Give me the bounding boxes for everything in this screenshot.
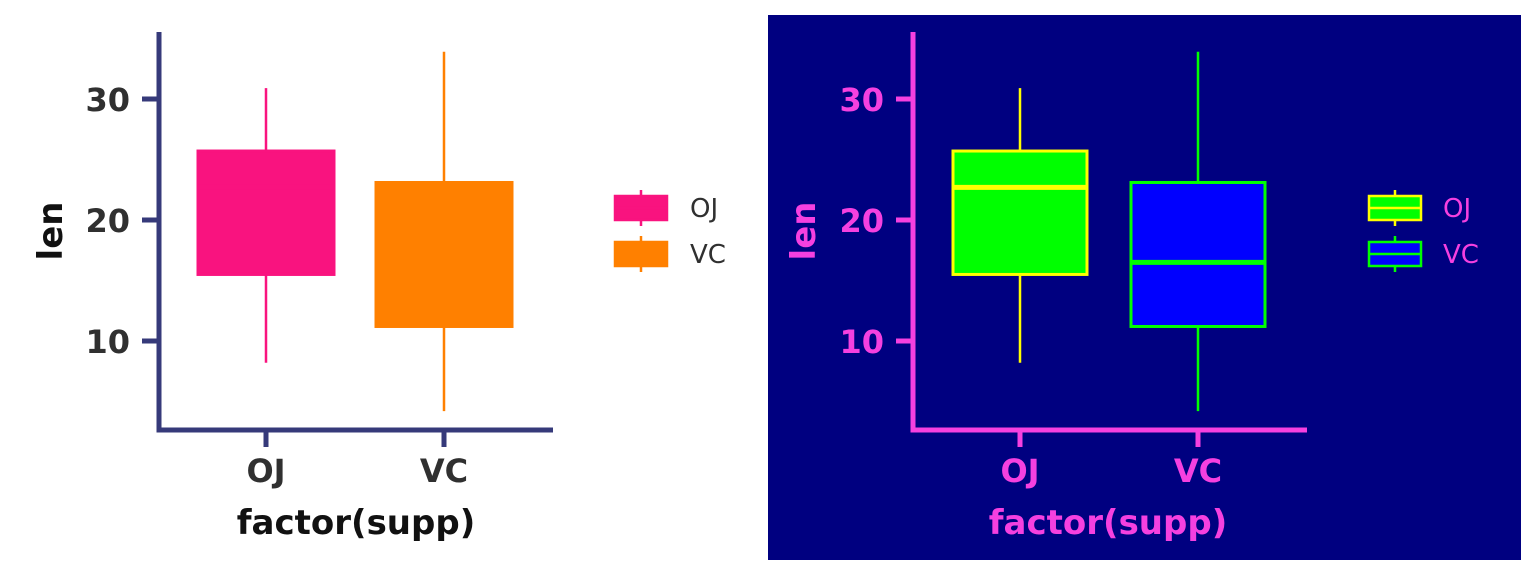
x-axis-title: factor(supp) <box>237 503 475 543</box>
y-tick-label: 20 <box>839 202 884 240</box>
box-body <box>196 149 336 276</box>
legend-label: VC <box>690 240 726 270</box>
x-tick-label: VC <box>1174 452 1222 490</box>
legend-label: VC <box>1443 240 1479 270</box>
legend-entry-vc: VC <box>1367 236 1479 272</box>
x-tick-label: OJ <box>1000 452 1039 490</box>
x-tick-label: VC <box>420 452 468 490</box>
box-oj <box>196 88 336 363</box>
y-axis-title: len <box>784 202 824 261</box>
box-oj <box>951 88 1089 363</box>
legend-entry-oj: OJ <box>1367 190 1471 226</box>
y-tick-label: 10 <box>85 323 130 361</box>
box-body <box>374 180 514 328</box>
legend-label: OJ <box>1443 194 1471 224</box>
box-vc <box>374 51 514 412</box>
x-axis-title: factor(supp) <box>989 503 1227 543</box>
box-body <box>1129 180 1267 328</box>
legend-label: OJ <box>690 194 718 224</box>
y-tick-label: 30 <box>85 81 130 119</box>
y-tick-label: 10 <box>839 323 884 361</box>
y-tick-label: 30 <box>839 81 884 119</box>
box-vc <box>1129 51 1267 412</box>
legend-entry-oj: OJ <box>613 190 718 226</box>
box-body <box>951 149 1089 276</box>
y-tick-label: 20 <box>85 202 130 240</box>
legend-entry-vc: VC <box>613 236 726 272</box>
y-axis-title: len <box>31 202 71 261</box>
x-tick-label: OJ <box>246 452 285 490</box>
